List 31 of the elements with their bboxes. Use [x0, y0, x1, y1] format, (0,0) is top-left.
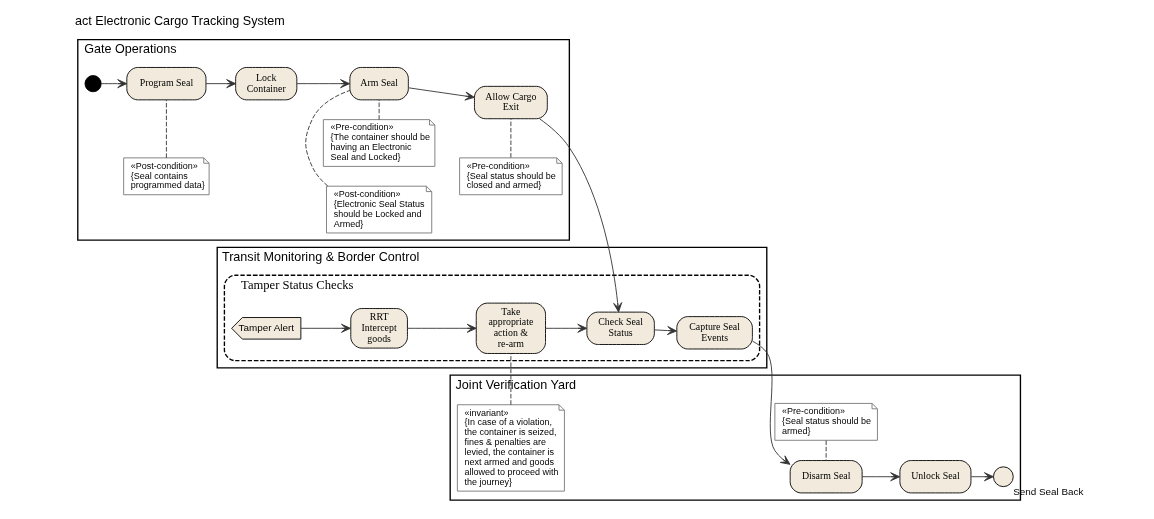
arrow	[545, 323, 588, 333]
arrow	[539, 118, 623, 313]
arrow	[300, 323, 351, 333]
node-box: RRT Intercept goods	[350, 308, 408, 349]
diagram-title: act Electronic Cargo Tracking System	[75, 14, 285, 29]
connector	[305, 90, 351, 187]
node-box: Check Seal Status	[586, 311, 655, 345]
arrow	[408, 87, 475, 101]
node-box: Disarm Seal	[789, 460, 863, 494]
node-box: Capture Seal Events	[676, 316, 753, 350]
connector	[510, 353, 512, 406]
node-circle	[84, 75, 102, 93]
node-box: Unlock Seal	[899, 460, 972, 494]
node-box: Arm Seal	[349, 67, 409, 101]
arrow	[752, 340, 791, 465]
arrow	[861, 472, 901, 482]
arrow	[970, 472, 994, 482]
arrow	[407, 323, 477, 333]
node-box: Take appropriate action & re-arm	[475, 302, 546, 354]
arrow	[654, 326, 677, 336]
arrow	[296, 79, 350, 89]
node-box: Allow Cargo Exit	[474, 85, 548, 120]
node-box: Program Seal	[126, 67, 207, 101]
connector	[825, 440, 827, 461]
connector	[378, 99, 380, 121]
connector	[510, 118, 512, 158]
arrow	[100, 79, 128, 89]
node-box: Lock Container	[235, 67, 298, 101]
arrow	[205, 79, 237, 89]
node-circle	[993, 466, 1014, 488]
connector	[165, 99, 167, 159]
